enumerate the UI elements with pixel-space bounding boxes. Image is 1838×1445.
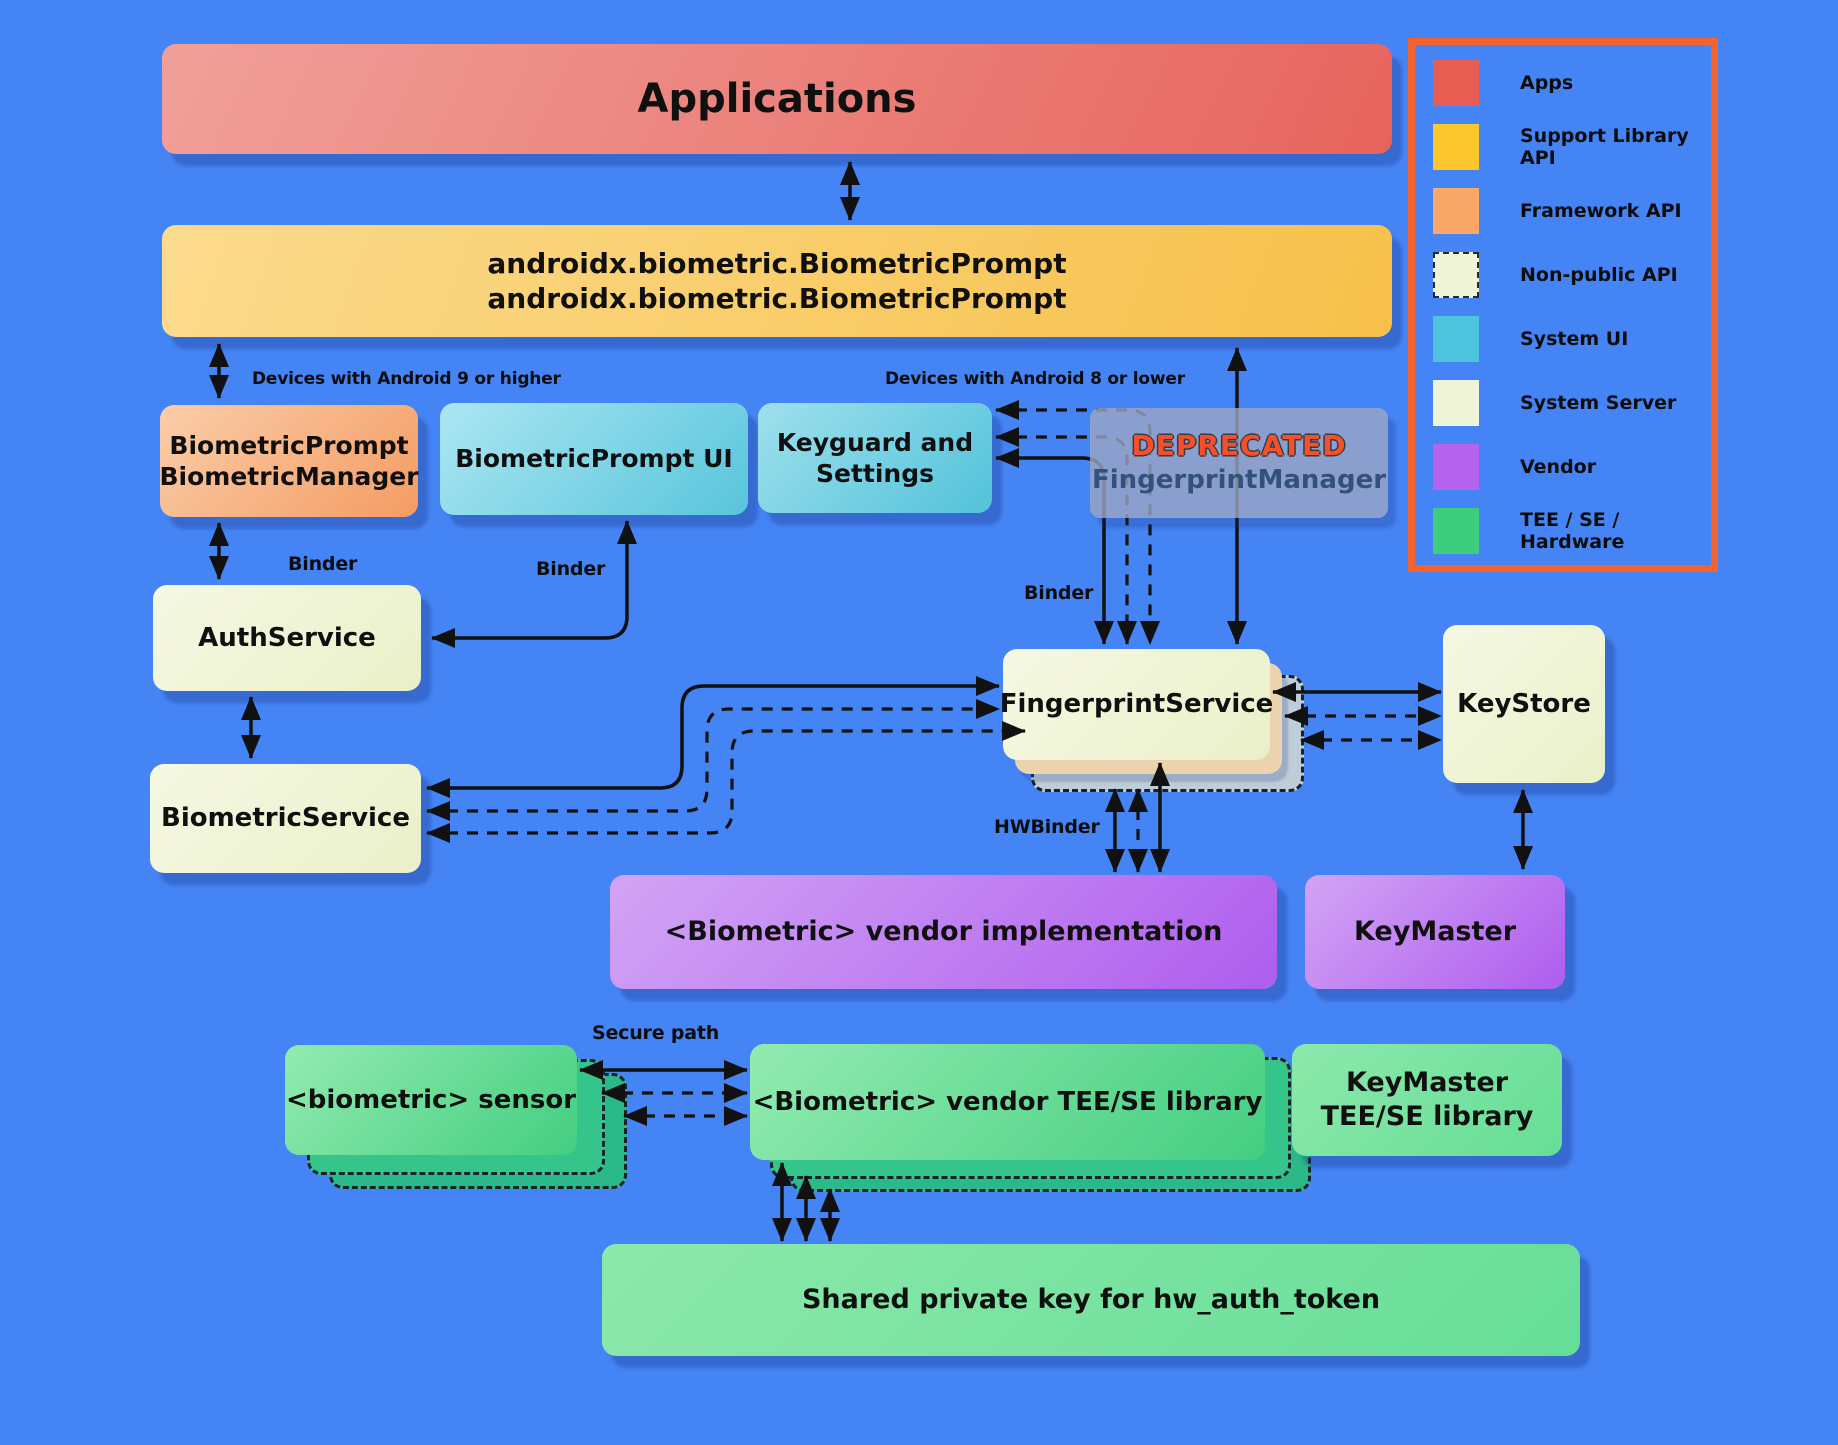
fingerprint-service-box: FingerprintService	[1000, 649, 1273, 760]
legend-swatch	[1433, 508, 1479, 554]
legend-item-label: Apps	[1520, 72, 1574, 94]
biometric-service-label: BiometricService	[161, 803, 410, 834]
legend-item-label: System Server	[1520, 392, 1677, 414]
keyguard-settings-box: Keyguard and Settings	[758, 403, 992, 513]
binder-fingerprint-label: Binder	[1024, 582, 1094, 604]
legend-item-label: Non-public API	[1520, 264, 1678, 286]
legend-item: System Server	[1415, 380, 1711, 426]
support-library-line1: androidx.biometric.BiometricPrompt	[487, 247, 1067, 280]
vendor-tee-library-box: <Biometric> vendor TEE/SE library	[750, 1044, 1265, 1160]
keymaster-tee-line1: KeyMaster	[1345, 1067, 1509, 1099]
legend-item-label: Vendor	[1520, 456, 1597, 478]
deprecated-badge: DEPRECATED	[1131, 428, 1347, 462]
legend-item: Non-public API	[1415, 252, 1711, 298]
applications-box: Applications	[162, 44, 1392, 154]
vendor-implementation-box: <Biometric> vendor implementation	[610, 875, 1277, 989]
vendor-implementation-label: <Biometric> vendor implementation	[664, 916, 1223, 948]
shared-private-key-label: Shared private key for hw_auth_token	[801, 1284, 1381, 1316]
legend-item: System UI	[1415, 316, 1711, 362]
legend-item: TEE / SE / Hardware	[1415, 508, 1711, 554]
legend-item: Framework API	[1415, 188, 1711, 234]
legend-item-label: System UI	[1520, 328, 1629, 350]
keymaster-tee-library-box: KeyMaster TEE/SE library	[1292, 1044, 1562, 1156]
biometric-prompt-ui-label: BiometricPrompt UI	[455, 444, 733, 474]
legend-swatch	[1433, 124, 1479, 170]
legend-item-label: Support Library API	[1520, 125, 1689, 169]
fingerprint-service-label: FingerprintService	[999, 689, 1274, 720]
biometric-prompt-manager-line1: BiometricPrompt	[169, 430, 409, 460]
biometric-service-box: BiometricService	[150, 764, 421, 873]
keyguard-line2: Settings	[815, 459, 934, 488]
keymaster-tee-line2: TEE/SE library	[1320, 1101, 1534, 1132]
fingerprint-manager-label: FingerprintManager	[1091, 465, 1387, 496]
legend-item-label: Framework API	[1520, 200, 1682, 222]
fingerprint-manager-deprecated-box: DEPRECATED FingerprintManager	[1090, 408, 1388, 518]
legend-item-label: TEE / SE / Hardware	[1520, 509, 1625, 553]
legend-swatch	[1433, 316, 1479, 362]
hwbinder-label: HWBinder	[994, 816, 1100, 838]
support-library-line2: androidx.biometric.BiometricPrompt	[487, 282, 1067, 315]
legend-item: Apps	[1415, 60, 1711, 106]
devices-android9-label: Devices with Android 9 or higher	[252, 369, 561, 389]
biometric-prompt-ui-box: BiometricPrompt UI	[440, 403, 748, 515]
secure-path-label: Secure path	[592, 1022, 720, 1044]
binder-left-label: Binder	[288, 553, 358, 575]
keystore-label: KeyStore	[1457, 688, 1591, 719]
biometric-prompt-manager-box: BiometricPrompt BiometricManager	[159, 405, 419, 517]
applications-label: Applications	[637, 76, 917, 122]
biometric-prompt-manager-line2: BiometricManager	[159, 462, 419, 491]
vendor-tee-library-label: <Biometric> vendor TEE/SE library	[752, 1086, 1263, 1117]
legend-item: Support Library API	[1415, 124, 1711, 170]
legend-item: Vendor	[1415, 444, 1711, 490]
legend-swatch	[1433, 252, 1479, 298]
legend-swatch	[1433, 60, 1479, 106]
keyguard-line1: Keyguard and	[776, 427, 974, 457]
legend-swatch	[1433, 380, 1479, 426]
auth-service-box: AuthService	[153, 585, 421, 691]
legend-swatch	[1433, 444, 1479, 490]
keymaster-box: KeyMaster	[1305, 875, 1565, 989]
devices-android8-label: Devices with Android 8 or lower	[885, 369, 1185, 389]
keymaster-label: KeyMaster	[1353, 916, 1517, 948]
support-library-box: androidx.biometric.BiometricPrompt andro…	[162, 225, 1392, 337]
biometric-sensor-box: <biometric> sensor	[285, 1045, 577, 1155]
keystore-box: KeyStore	[1443, 625, 1605, 783]
auth-service-label: AuthService	[198, 622, 376, 653]
shared-private-key-box: Shared private key for hw_auth_token	[602, 1244, 1580, 1356]
legend-swatch	[1433, 188, 1479, 234]
biometric-sensor-label: <biometric> sensor	[285, 1084, 577, 1115]
binder-ui-label: Binder	[536, 558, 606, 580]
